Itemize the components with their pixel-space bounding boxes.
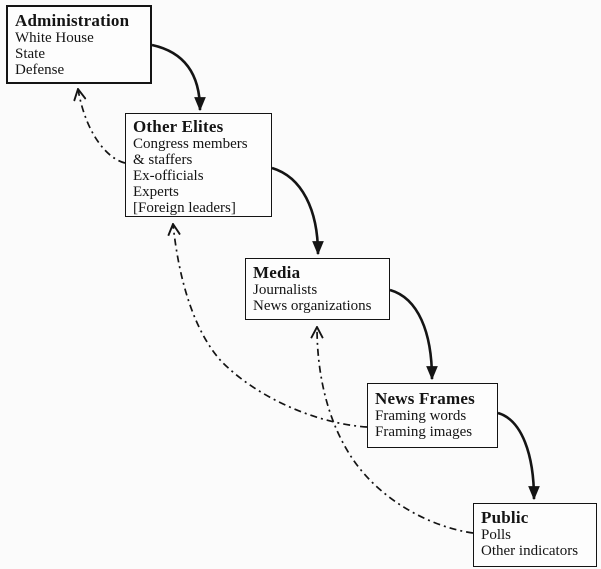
box-item: Framing images [375,424,473,440]
box-news-frames: News Frames Framing words Framing images [367,383,498,448]
box-item: Congress members [133,136,248,152]
box-item: State [15,46,45,62]
box-item: [Foreign leaders] [133,200,236,216]
box-media: Media Journalists News organizations [245,258,390,320]
box-item: & staffers [133,152,193,168]
box-item: Ex-officials [133,168,204,184]
box-item: Other indicators [481,543,579,559]
box-title: Public [481,508,529,527]
box-item: News organizations [253,298,372,314]
box-title: Media [253,263,301,282]
box-public: Public Polls Other indicators [473,503,597,567]
box-item: White House [15,30,94,46]
box-item: Journalists [253,282,318,298]
flow-arrow-administration-to-other-elites [151,43,206,112]
box-item: Defense [15,62,65,78]
box-administration: Administration White House State Defense [6,5,152,84]
box-item: Experts [133,184,179,200]
box-item: Framing words [375,408,467,424]
box-title: Administration [15,11,130,30]
flow-arrow-media-to-news-frames [389,288,438,381]
flow-arrow-news-frames-to-public [497,411,540,501]
box-item: Polls [481,527,512,543]
feedback-arrow-news-frames-to-other-elites [173,224,368,428]
feedback-arrow-other-elites-to-administration [78,89,126,164]
flow-arrow-other-elites-to-media [271,166,324,256]
box-title: News Frames [375,389,475,408]
box-title: Other Elites [133,117,224,136]
box-other-elites: Other Elites Congress members & staffers… [125,113,272,217]
